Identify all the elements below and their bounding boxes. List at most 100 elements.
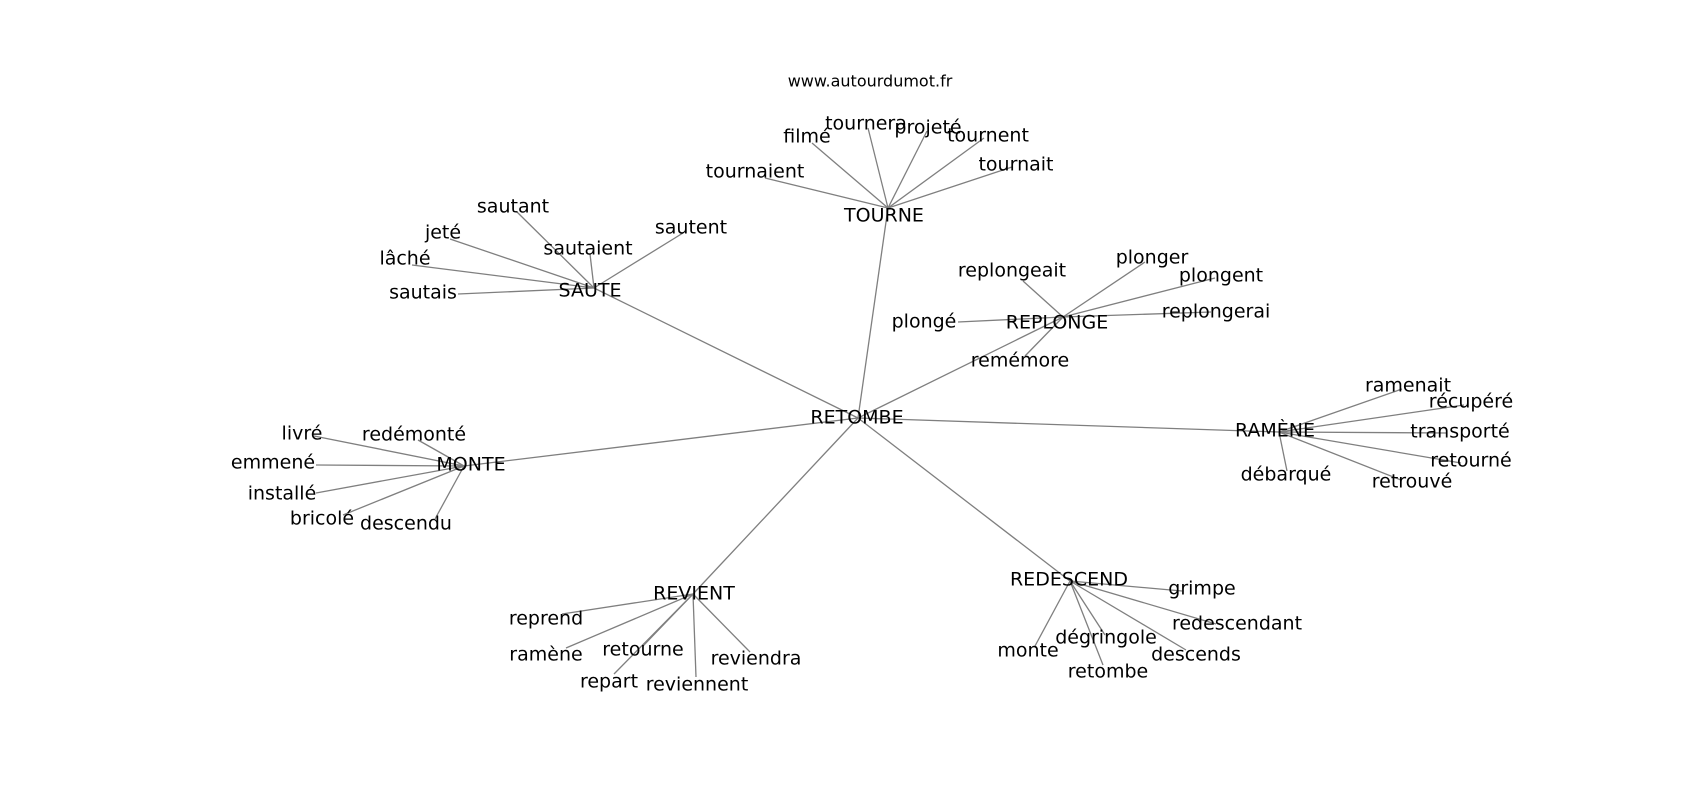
node-hub-redescend[interactable]: REDESCEND bbox=[1010, 569, 1128, 591]
edge-tourne-tournaient bbox=[764, 177, 889, 209]
node-word-livre[interactable]: livré bbox=[282, 423, 323, 445]
node-word-debarque[interactable]: débarqué bbox=[1241, 464, 1332, 486]
node-word-retourne[interactable]: retourné bbox=[1430, 450, 1511, 472]
graph-edges bbox=[313, 127, 1465, 678]
node-word-lache[interactable]: lâché bbox=[379, 248, 430, 270]
edge-ramene-ramenait bbox=[1278, 388, 1403, 433]
edge-tourne-tournent bbox=[887, 137, 985, 209]
edge-revient-reviendra bbox=[692, 593, 751, 653]
node-word-sautant[interactable]: sautant bbox=[477, 196, 549, 218]
node-word-projete[interactable]: projeté bbox=[894, 117, 961, 139]
edge-redescend-redescendant bbox=[1069, 580, 1217, 625]
graph-labels: RETOMBE TOURNE tournaient filmétourneraproj… bbox=[231, 113, 1513, 696]
node-word-plonge[interactable]: plongé bbox=[892, 311, 957, 333]
node-word-tournera[interactable]: tournera bbox=[825, 113, 907, 135]
edge-replonge-plonge bbox=[957, 316, 1064, 323]
node-word-reviendra[interactable]: reviendra bbox=[711, 648, 802, 670]
node-word-ramenait[interactable]: ramenait bbox=[1365, 375, 1451, 397]
edge-monte-descendu bbox=[434, 465, 465, 520]
edge-revient-ramene bbox=[565, 593, 694, 649]
node-word-repart[interactable]: repart bbox=[580, 671, 638, 693]
node-word-installe[interactable]: installé bbox=[248, 483, 317, 505]
node-word-reviennent[interactable]: reviennent bbox=[646, 674, 749, 696]
edge-redescend-descends bbox=[1069, 580, 1187, 651]
node-word-redescendant[interactable]: redescendant bbox=[1172, 613, 1302, 635]
node-word-recupere[interactable]: récupéré bbox=[1429, 391, 1513, 413]
edge-ramene-retrouve bbox=[1278, 431, 1402, 481]
edge-redescend-degringole bbox=[1069, 580, 1106, 636]
node-word-ramene[interactable]: ramène bbox=[509, 644, 582, 666]
edge-root-monte bbox=[463, 417, 859, 467]
node-word-retombe[interactable]: retombe bbox=[1068, 661, 1148, 683]
node-word-monte[interactable]: monte bbox=[997, 640, 1058, 662]
edge-root-revient bbox=[692, 417, 859, 595]
node-word-transporte[interactable]: transporté bbox=[1410, 421, 1509, 443]
node-word-retourne[interactable]: retourne bbox=[602, 639, 683, 661]
node-word-grimpe[interactable]: grimpe bbox=[1168, 578, 1235, 600]
node-word-rememore[interactable]: remémore bbox=[971, 350, 1070, 372]
node-root-retombe[interactable]: RETOMBE bbox=[810, 407, 903, 429]
node-word-replongeait[interactable]: replongeait bbox=[958, 260, 1066, 282]
edge-monte-installe bbox=[315, 465, 465, 494]
edge-root-tourne bbox=[857, 207, 889, 419]
edge-root-replonge bbox=[857, 316, 1064, 419]
node-word-tournaient[interactable]: tournaient bbox=[706, 161, 805, 183]
edge-redescend-monte bbox=[1034, 580, 1071, 647]
node-hub-ramene[interactable]: RAMÈNE bbox=[1235, 419, 1315, 442]
edge-replonge-plongent bbox=[1062, 277, 1216, 318]
node-word-replongerai[interactable]: replongerai bbox=[1162, 301, 1271, 323]
node-hub-monte[interactable]: MONTE bbox=[436, 454, 505, 476]
edge-ramene-debarque bbox=[1278, 431, 1288, 472]
edge-saute-sautaient bbox=[589, 253, 595, 289]
node-word-descendu[interactable]: descendu bbox=[360, 513, 452, 535]
node-word-reprend[interactable]: reprend bbox=[509, 608, 583, 630]
node-hub-revient[interactable]: REVIENT bbox=[653, 583, 735, 605]
edge-saute-sautais bbox=[457, 287, 595, 295]
edge-revient-reprend bbox=[561, 593, 694, 615]
edge-monte-livre bbox=[313, 435, 465, 467]
node-word-retrouve[interactable]: retrouvé bbox=[1372, 471, 1453, 493]
edge-root-redescend bbox=[857, 417, 1071, 582]
node-word-sautent[interactable]: sautent bbox=[655, 217, 727, 239]
edge-monte-emmene bbox=[315, 464, 465, 467]
node-word-emmene[interactable]: emmené bbox=[231, 452, 315, 474]
edge-tourne-tournera bbox=[867, 127, 889, 209]
edge-tourne-filme bbox=[811, 142, 889, 209]
edge-ramene-recupere bbox=[1278, 404, 1465, 433]
node-word-plongent[interactable]: plongent bbox=[1179, 265, 1263, 287]
edge-root-saute bbox=[593, 287, 859, 419]
node-word-degringole[interactable]: dégringole bbox=[1055, 627, 1157, 649]
node-word-redemonte[interactable]: redémonté bbox=[362, 424, 466, 446]
edge-replonge-replongeait bbox=[1022, 280, 1064, 318]
node-word-filme[interactable]: filmé bbox=[783, 126, 830, 148]
edge-tourne-tournait bbox=[887, 166, 1013, 209]
node-word-bricole[interactable]: bricolé bbox=[290, 508, 354, 530]
edge-replonge-plonger bbox=[1062, 261, 1146, 318]
edge-monte-bricole bbox=[342, 465, 465, 516]
edge-monte-redemonte bbox=[417, 439, 465, 467]
edge-ramene-transporte bbox=[1278, 431, 1448, 434]
node-word-plonger[interactable]: plonger bbox=[1116, 247, 1189, 269]
edge-saute-sautent bbox=[593, 232, 684, 289]
node-word-sautaient[interactable]: sautaient bbox=[543, 238, 632, 260]
site-watermark: www.autourdumot.fr bbox=[788, 72, 953, 91]
edge-root-ramene bbox=[857, 417, 1280, 433]
node-word-tournait[interactable]: tournait bbox=[978, 154, 1053, 176]
edge-saute-lache bbox=[411, 264, 595, 289]
node-word-descends[interactable]: descends bbox=[1151, 644, 1241, 666]
edge-ramene-retourne bbox=[1278, 431, 1462, 464]
node-word-tournent[interactable]: tournent bbox=[947, 125, 1029, 147]
edge-replonge-rememore bbox=[1024, 316, 1064, 357]
node-hub-tourne[interactable]: TOURNE bbox=[843, 205, 924, 227]
node-word-jete[interactable]: jeté bbox=[424, 222, 461, 244]
edge-tourne-projete bbox=[887, 130, 928, 209]
edge-saute-sautant bbox=[516, 211, 595, 289]
edge-revient-reviennent bbox=[692, 593, 697, 678]
edge-redescend-retombe bbox=[1069, 580, 1104, 666]
edge-replonge-replongerai bbox=[1062, 311, 1212, 318]
node-hub-saute[interactable]: SAUTE bbox=[559, 280, 622, 302]
node-word-sautais[interactable]: sautais bbox=[389, 282, 457, 304]
edge-revient-repart bbox=[613, 593, 694, 675]
node-hub-replonge[interactable]: REPLONGE bbox=[1006, 312, 1108, 334]
